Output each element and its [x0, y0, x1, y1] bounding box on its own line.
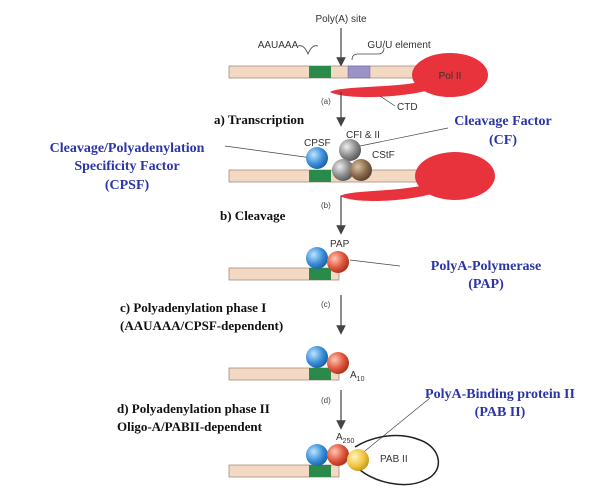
- step-c-line1: c) Polyadenylation phase I: [120, 300, 266, 315]
- cstf-sphere: [350, 159, 372, 181]
- pap-callout-line1: PolyA-Polymerase: [431, 259, 541, 274]
- auuaaa-box-3: [309, 268, 331, 280]
- ctd-tail-1: [330, 82, 430, 98]
- pab-sphere: [347, 449, 369, 471]
- cf-leader: [359, 127, 449, 147]
- pol2-2: [415, 152, 495, 200]
- step-b-label: b) Cleavage: [220, 208, 286, 223]
- pap-callout-line2: (PAP): [468, 277, 504, 292]
- step-a-label: a) Transcription: [214, 112, 305, 127]
- a250-label: A250: [336, 432, 354, 445]
- pol2-1: [412, 53, 488, 97]
- step-d-line1: d) Polyadenylation phase II: [117, 401, 270, 416]
- cf-callout-line2: (CF): [489, 133, 517, 148]
- cstf-label: CStF: [372, 150, 395, 161]
- gu-element-box-1: [347, 65, 371, 79]
- letter-d: (d): [321, 396, 331, 405]
- pab-callout-line1: PolyA-Binding protein II: [425, 387, 575, 402]
- pol2-label: Pol II: [439, 71, 462, 82]
- pap-label: PAP: [330, 239, 350, 250]
- cpsf-leader: [224, 145, 313, 159]
- auuaaa-label: AAUAAA: [258, 40, 299, 51]
- auuaaa-brace: [297, 45, 319, 56]
- gu-element-label: GU/U element: [367, 40, 431, 51]
- pap-sphere-3: [327, 251, 349, 273]
- cpsf-callout-line2: Specificity Factor: [74, 159, 179, 174]
- auuaaa-box-4: [309, 368, 331, 380]
- auuaaa-box-5: [309, 465, 331, 477]
- cpsf-sphere-3: [306, 247, 328, 269]
- cpsf-sphere-2: [306, 147, 328, 169]
- pab-callout-line2: (PAB II): [475, 405, 526, 420]
- polya-site-label: Poly(A) site: [315, 14, 367, 25]
- cpsf-callout-line3: (CPSF): [105, 178, 150, 193]
- cf-sphere-b: [332, 159, 354, 181]
- cpsf-sphere-5: [306, 444, 328, 466]
- ctd-label: CTD: [397, 102, 418, 113]
- letter-b: (b): [321, 201, 331, 210]
- cpsf-sphere-4: [306, 346, 328, 368]
- pab-leader: [359, 397, 431, 456]
- pap-leader: [349, 259, 401, 267]
- pab2-label: PAB II: [380, 454, 408, 465]
- letter-c: (c): [321, 300, 331, 309]
- ctd-tail-2: [340, 185, 435, 202]
- auuaaa-box-1: [309, 66, 331, 78]
- auuaaa-box-2: [309, 170, 331, 182]
- polya-tail-loop: [354, 434, 440, 486]
- pap-sphere-4: [327, 352, 349, 374]
- rna-strand-1: [228, 65, 445, 79]
- cpsf-callout-line1: Cleavage/Polyadenylation: [50, 141, 205, 156]
- cf-sphere-a: [339, 139, 361, 161]
- cf12-label: CFI & II: [346, 130, 380, 141]
- pap-sphere-5: [327, 444, 349, 466]
- step-d-line2: Oligo-A/PABII-dependent: [117, 419, 263, 434]
- step-c-line2: (AAUAAA/CPSF-dependent): [120, 318, 283, 333]
- a10-label: A10: [350, 370, 365, 383]
- cpsf-label: CPSF: [304, 138, 331, 149]
- letter-a: (a): [321, 97, 331, 106]
- gu-element-leader: [351, 47, 385, 61]
- cf-callout-line1: Cleavage Factor: [454, 114, 552, 129]
